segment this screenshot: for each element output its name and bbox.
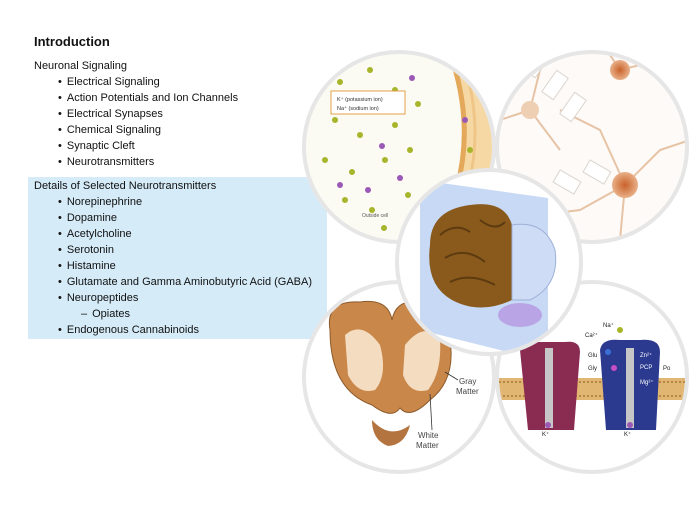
neuronal-signaling-list: Neuronal Signaling Electrical Signaling … [34, 58, 238, 170]
white-matter-label-2: Matter [416, 441, 439, 450]
list-item: Norepinephrine [34, 194, 312, 210]
mg-label: Mg²⁺ [640, 379, 654, 386]
section-heading: Details of Selected Neurotransmitters [34, 180, 217, 192]
list-subitem: Opiates [34, 306, 312, 322]
neurotransmitters-list: Details of Selected Neurotransmitters No… [34, 178, 312, 338]
k-label-left: K⁺ [542, 431, 549, 438]
list-item: Electrical Synapses [34, 106, 238, 122]
potassium-ion-label: K⁺ (potassium ion) [337, 96, 383, 103]
section-heading: Neuronal Signaling [34, 60, 127, 72]
list-item: Endogenous Cannabinoids [34, 322, 312, 338]
list-item: Glutamate and Gamma Aminobutyric Acid (G… [34, 274, 312, 290]
gray-matter-label-2: Matter [456, 387, 479, 396]
list-item: Dopamine [34, 210, 312, 226]
k-label-right: K⁺ [624, 431, 631, 438]
list-item: Chemical Signaling [34, 122, 238, 138]
list-item: Neurotransmitters [34, 154, 238, 170]
gray-matter-label-1: Gray [459, 377, 476, 386]
list-item: Acetylcholine [34, 226, 312, 242]
list-item: Synaptic Cleft [34, 138, 238, 154]
page-title: Introduction [34, 34, 110, 49]
pcp-label: PCP [640, 365, 652, 371]
glu-label: Glu [588, 353, 597, 359]
zn-label: Zn²⁺ [640, 352, 652, 359]
list-item: Action Potentials and Ion Channels [34, 90, 238, 106]
list-item: Serotonin [34, 242, 312, 258]
list-item: Histamine [34, 258, 312, 274]
list-item: Electrical Signaling [34, 74, 238, 90]
white-matter-label-1: White [418, 431, 439, 440]
ca-label: Ca²⁺ [585, 332, 598, 339]
outside-cell-label: Outside cell [362, 213, 388, 219]
sodium-ion-label: Na⁺ (sodium ion) [337, 105, 379, 112]
gly-label: Gly [588, 366, 597, 372]
brain-figure [395, 168, 583, 356]
na-label: Na⁺ [603, 322, 614, 329]
list-item: Neuropeptides [34, 290, 312, 306]
po-label: Po [663, 366, 671, 372]
